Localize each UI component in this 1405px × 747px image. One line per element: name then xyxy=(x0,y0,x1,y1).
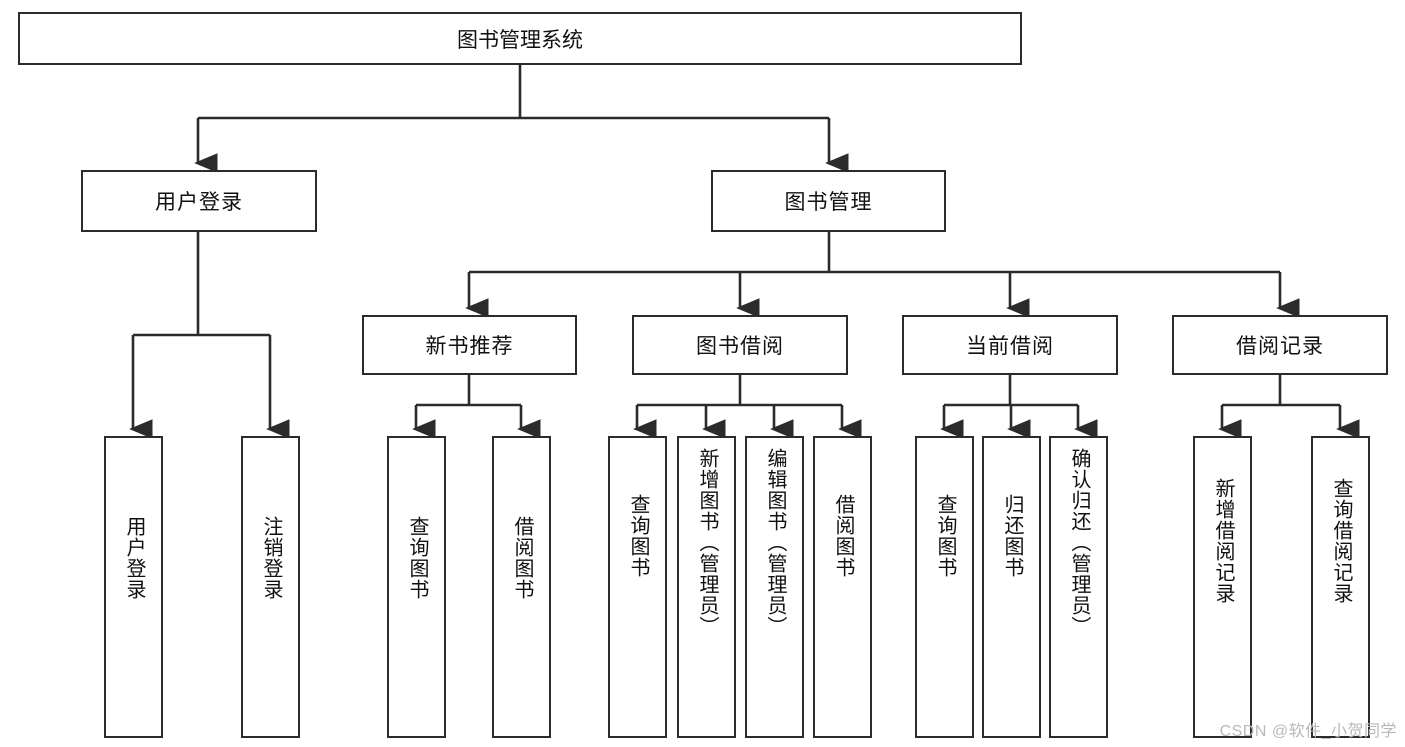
leaf-label: 查询借阅记录 xyxy=(1330,478,1352,604)
leaf-label: 查询图书 xyxy=(627,494,649,578)
leaf-add-borrow-record[interactable]: 新增借阅记录 xyxy=(1193,436,1252,738)
leaf-label: 借阅图书 xyxy=(511,516,533,600)
node-label: 图书借阅 xyxy=(696,335,784,358)
leaf-query-book-borrow[interactable]: 查询图书 xyxy=(608,436,667,738)
node-current-borrow[interactable]: 当前借阅 xyxy=(902,315,1118,375)
leaf-label: 用户登录 xyxy=(123,516,145,600)
leaf-label: 注销登录 xyxy=(260,516,282,600)
leaf-confirm-return-admin[interactable]: 确认归还（管理员） xyxy=(1049,436,1108,738)
node-book-borrow[interactable]: 图书借阅 xyxy=(632,315,848,375)
leaf-edit-book-admin[interactable]: 编辑图书（管理员） xyxy=(745,436,804,738)
node-root-system[interactable]: 图书管理系统 xyxy=(18,12,1022,65)
leaf-label: 查询图书 xyxy=(406,516,428,600)
leaf-add-book-admin[interactable]: 新增图书（管理员） xyxy=(677,436,736,738)
leaf-label: 确认归还（管理员） xyxy=(1068,448,1090,637)
leaf-label: 新增借阅记录 xyxy=(1212,478,1234,604)
node-label: 新书推荐 xyxy=(425,335,514,358)
leaf-borrow-book[interactable]: 借阅图书 xyxy=(813,436,872,738)
leaf-query-book-current[interactable]: 查询图书 xyxy=(915,436,974,738)
leaf-return-book[interactable]: 归还图书 xyxy=(982,436,1041,738)
watermark-text: CSDN @软件_小贺同学 xyxy=(1219,723,1397,740)
node-new-book-recommend[interactable]: 新书推荐 xyxy=(362,315,577,375)
leaf-label: 借阅图书 xyxy=(832,494,854,578)
node-label: 图书管理系统 xyxy=(457,28,583,52)
leaf-query-borrow-record[interactable]: 查询借阅记录 xyxy=(1311,436,1370,738)
leaf-query-book-new[interactable]: 查询图书 xyxy=(387,436,446,738)
node-book-management[interactable]: 图书管理 xyxy=(711,170,946,232)
node-user-login[interactable]: 用户登录 xyxy=(81,170,317,232)
node-label: 借阅记录 xyxy=(1236,335,1324,358)
node-label: 用户登录 xyxy=(155,191,243,214)
node-label: 图书管理 xyxy=(784,191,873,214)
node-label: 当前借阅 xyxy=(966,335,1054,358)
leaf-label: 编辑图书（管理员） xyxy=(764,448,786,637)
leaf-user-login[interactable]: 用户登录 xyxy=(104,436,163,738)
leaf-label: 新增图书（管理员） xyxy=(696,448,718,637)
leaf-borrow-book-new[interactable]: 借阅图书 xyxy=(492,436,551,738)
leaf-label: 查询图书 xyxy=(934,494,956,578)
leaf-label: 归还图书 xyxy=(1001,494,1023,578)
leaf-user-logout[interactable]: 注销登录 xyxy=(241,436,300,738)
node-borrow-record[interactable]: 借阅记录 xyxy=(1172,315,1388,375)
